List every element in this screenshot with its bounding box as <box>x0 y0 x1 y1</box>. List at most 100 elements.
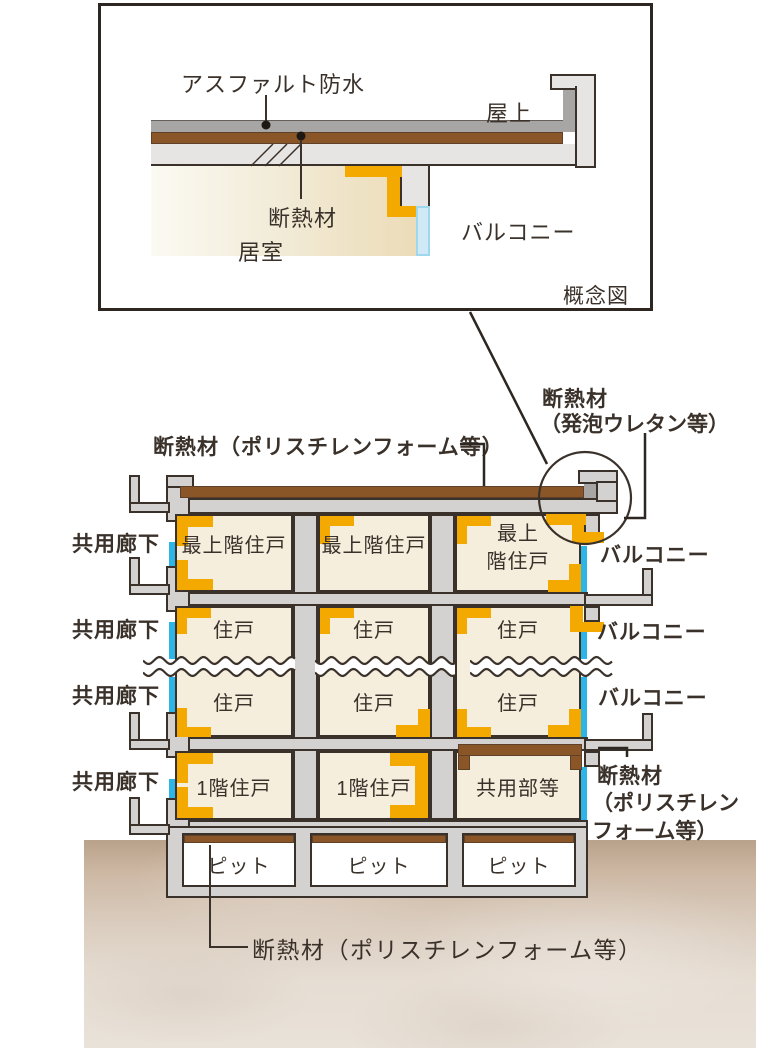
unit-cell-r1c2 <box>318 514 430 592</box>
insul-r3c3-br-v <box>569 709 581 737</box>
corridor-slab-4 <box>129 824 170 835</box>
corridor-slab-3 <box>129 739 170 750</box>
detail-box-lines <box>250 95 306 199</box>
corridor-slab-1 <box>129 502 170 513</box>
asphalt-waterproof-layer <box>151 120 563 132</box>
insul-r4c1-bl-h <box>177 807 213 818</box>
unit-label-r3c1: 住戸 <box>213 693 255 715</box>
window-left-r2 <box>169 622 175 659</box>
insul-s1-wrap-foot <box>570 622 604 632</box>
insul-r4c2-br-h <box>390 805 428 818</box>
side-insulation-label-line2: （ポリスチレン <box>592 792 739 815</box>
insul-r1c3-br-v <box>569 564 581 592</box>
window-right-r2 <box>581 622 587 659</box>
window-right-r4 <box>581 767 587 820</box>
pit-label-3: ピット <box>487 856 551 878</box>
window-left-r3 <box>169 677 175 712</box>
insul-r4c2-right-v <box>415 753 428 818</box>
room-area <box>151 166 416 256</box>
unit-label-r2c3: 住戸 <box>497 620 539 642</box>
unit-label-r1c3-line2: 階住戸 <box>486 551 550 573</box>
unit-label-r1c2: 最上階住戸 <box>321 535 427 557</box>
floor-slab-1 <box>166 592 588 606</box>
insul-r3c3-bl-v <box>457 709 467 737</box>
insul-r3c1-bl-h <box>177 727 211 737</box>
unit-label-r1c3-line1: 最上 <box>497 523 539 545</box>
insul-r3c1-bl-v <box>177 708 187 737</box>
wave-break-c2 <box>315 653 455 680</box>
insul-r2c1-tl-v <box>177 608 187 634</box>
insul-r2c2-tl-v <box>320 608 330 634</box>
pit-insulation-3 <box>464 835 574 843</box>
unit-label-r1c1: 最上階住戸 <box>181 535 287 557</box>
balcony-label-2: バルコニー <box>597 621 707 644</box>
roof-waterproof-strip <box>584 484 596 498</box>
insul-r1c2-tl-v <box>320 516 330 544</box>
insul-r2c3-tl-h <box>457 608 491 618</box>
insul-common-bar <box>458 744 582 756</box>
parapet-wall <box>575 86 596 168</box>
balcony-label-1: バルコニー <box>600 544 710 567</box>
insul-r1c2-tl-h <box>320 516 354 526</box>
unit-label-r4c3: 共用部等 <box>476 778 560 800</box>
insul-r4c1-tl-h <box>177 753 213 764</box>
unit-label-r4c2: 1階住戸 <box>336 778 412 800</box>
insul-r2c2-tl-h <box>320 608 354 618</box>
corner-insulation-label-line2: （発泡ウレタン等） <box>540 413 729 436</box>
corridor-label-4: 共用廊下 <box>72 771 160 794</box>
insul-r4c2-tr-h <box>390 753 428 766</box>
ceiling-insulation-elbow <box>387 166 400 208</box>
roof-parapet-wall <box>596 481 618 502</box>
window-left-r4 <box>169 779 175 798</box>
stub-s1-right <box>584 606 600 622</box>
window-right-r3 <box>581 677 587 737</box>
stub-s2-right <box>584 751 600 767</box>
insul-r1c1-bl-v <box>177 560 188 590</box>
roof-slab-main <box>166 498 618 514</box>
wave-break-c1 <box>143 653 296 680</box>
unit-label-r4c1: 1階住戸 <box>196 778 272 800</box>
window-left-r1 <box>169 542 175 566</box>
pit-label-1: ピット <box>207 856 271 878</box>
side-insulation-label-line3: フォーム等） <box>592 820 718 843</box>
roof-insulation-main <box>180 486 584 498</box>
pit-label-2: ピット <box>347 856 411 878</box>
balcony-detail-label: バルコニー <box>461 220 576 245</box>
asphalt-waterproof-upstand <box>563 88 575 132</box>
side-insulation-label-line1: 断熱材 <box>597 765 663 788</box>
insul-r4c1-tl-v <box>177 753 188 783</box>
caption-label: 概念図 <box>563 285 629 308</box>
insul-r2c3-tl-v <box>457 608 467 634</box>
insul-r1c1-tl-h <box>177 516 213 527</box>
insul-r2c1-tl-h <box>177 608 211 618</box>
insul-r1c1-tl-v <box>177 516 188 546</box>
corridor-label-3: 共用廊下 <box>72 685 160 708</box>
unit-label-r2c1: 住戸 <box>213 620 255 642</box>
wave-break-c3 <box>470 653 613 680</box>
pit-insulation-label: 断熱材（ポリスチレンフォーム等） <box>252 937 643 963</box>
balcony-label-3: バルコニー <box>598 687 708 710</box>
insul-r1c1-bl-h <box>177 579 213 590</box>
corridor-label-2: 共用廊下 <box>72 619 160 642</box>
window-strip <box>416 206 430 256</box>
insul-r4c1-bl-v <box>177 787 188 818</box>
ceiling-insulation-foot <box>387 206 419 217</box>
insul-common-hook-r <box>570 755 582 770</box>
waterproof-label: アスファルト防水 <box>181 72 366 97</box>
roof-slab <box>151 144 596 166</box>
window-right-r1 <box>581 546 587 592</box>
insul-r3c3-bl-h <box>457 727 491 737</box>
unit-cell-r1c3 <box>455 514 581 592</box>
insul-r3c2-br-v <box>418 709 430 737</box>
ceiling-insulation-bar <box>345 166 402 177</box>
corridor-label-1: 共用廊下 <box>72 533 160 556</box>
detail-box: アスファルト防水 屋上 断熱材 居室 バルコニー 概念図 <box>98 3 653 311</box>
insul-r1c3-tl-h <box>457 516 491 526</box>
unit-label-r3c2: 住戸 <box>353 693 395 715</box>
insul-common-hook-l <box>458 755 470 770</box>
insulation-label: 断熱材 <box>268 206 338 231</box>
insul-r1c3-tl-v <box>457 516 467 544</box>
pit-insulation-1 <box>184 835 294 843</box>
corridor-slab-2 <box>129 584 170 595</box>
